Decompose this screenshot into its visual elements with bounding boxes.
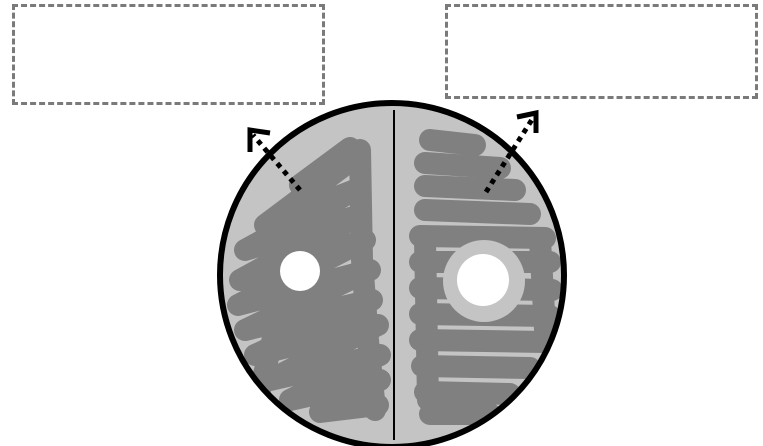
antibiotic-disc-right [457,254,509,306]
antibiotic-disc-left [280,251,320,291]
